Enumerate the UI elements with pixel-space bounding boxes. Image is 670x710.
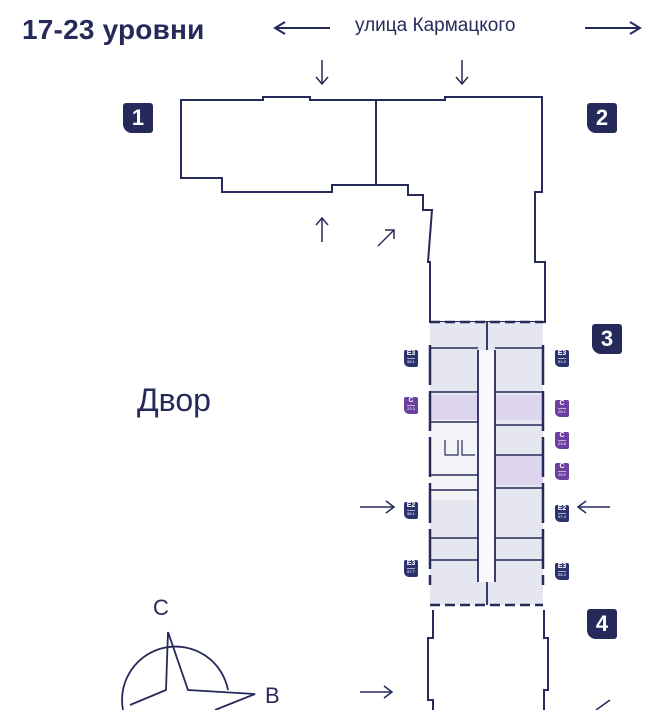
courtyard-label: Двор — [137, 382, 211, 418]
entrance-arrow-icon — [315, 60, 611, 710]
apartment-type: E3 — [406, 350, 416, 357]
building-4-badge[interactable]: 4 — [587, 609, 617, 639]
apartment-area: 23.3 — [407, 405, 415, 411]
apartment-area: 57.7 — [407, 568, 415, 574]
street-arrow-left-icon — [273, 21, 330, 35]
building-1-badge[interactable]: 1 — [123, 103, 153, 133]
apartment-area: 56.1 — [407, 510, 415, 516]
apartment-type: C — [559, 463, 565, 470]
street-arrow-right-icon — [585, 21, 642, 35]
apartment-type: C — [559, 432, 565, 439]
apartment-type: E3 — [557, 563, 567, 570]
apartment-area: 23.8 — [558, 440, 566, 446]
apartment-area: 55.4 — [558, 571, 566, 577]
apartment-type: C — [559, 400, 565, 407]
compass-north-label: С — [153, 595, 169, 620]
apartment-area: 25.0 — [558, 471, 566, 477]
building-1-outline — [180, 96, 377, 193]
apartment-area: 58.1 — [407, 358, 415, 364]
street-label: улица Кармацкого — [355, 15, 516, 36]
building-2-outline — [376, 96, 546, 323]
building-2-badge[interactable]: 2 — [587, 103, 617, 133]
compass-icon — [121, 631, 256, 710]
apartment-type: C — [408, 397, 414, 404]
compass-east-label: В — [265, 683, 280, 708]
apartment-type: E2 — [557, 505, 567, 512]
page-title: 17-23 уровни — [22, 14, 205, 45]
apartment-type: E3 — [557, 350, 567, 357]
building-3-floorplan — [428, 320, 545, 607]
building-3-badge[interactable]: 3 — [592, 324, 622, 354]
apartment-area: 51.0 — [558, 358, 566, 364]
apartment-area: 57.4 — [558, 513, 566, 519]
apartment-area: 26.1 — [558, 408, 566, 414]
apartment-type: E3 — [406, 560, 416, 567]
building-4-outline — [427, 610, 549, 710]
apartment-type: E2 — [406, 502, 416, 509]
